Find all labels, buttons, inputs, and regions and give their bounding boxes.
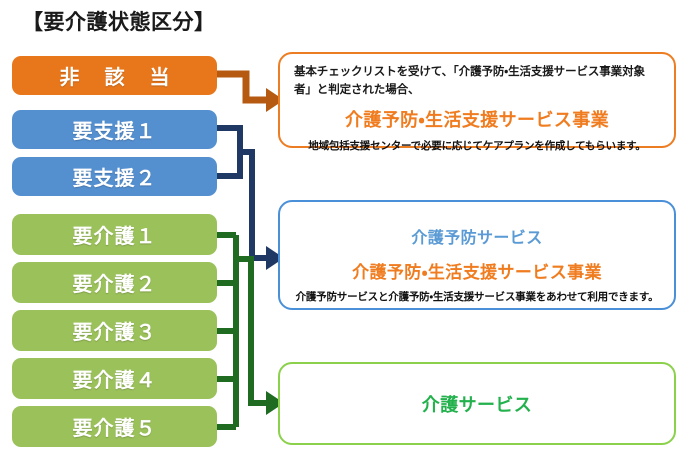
level-box-kaigo-2[interactable]: 要介護２ (12, 262, 217, 303)
panel-green-heading: 介護サービス (421, 394, 533, 416)
level-box-hi-gaito[interactable]: 非 該 当 (12, 56, 217, 95)
panel-preventive-services[interactable]: 介護予防サービス 介護予防・生活支援サービス事業 介護予防サービスと介護予防・生… (278, 200, 676, 310)
level-box-kaigo-3[interactable]: 要介護３ (12, 310, 217, 351)
level-box-kaigo-1[interactable]: 要介護１ (12, 214, 217, 255)
connector-green (217, 232, 284, 430)
panel-blue-heading-1: 介護予防サービス (411, 228, 543, 247)
level-box-shien-1[interactable]: 要支援１ (12, 110, 217, 149)
panel-care-services[interactable]: 介護サービス (278, 362, 676, 445)
panel-orange-heading: 介護予防・生活支援サービス事業 (344, 109, 610, 131)
level-box-kaigo-5[interactable]: 要介護５ (12, 406, 217, 447)
connector-navy (217, 125, 284, 270)
panel-blue-heading-2: 介護予防・生活支援サービス事業 (352, 263, 602, 283)
level-box-kaigo-4[interactable]: 要介護４ (12, 358, 217, 399)
panel-orange-note: 地域包括支援センターで必要に応じてケアプランを作成してもらいます。 (308, 139, 646, 152)
panel-blue-note: 介護予防サービスと介護予防・生活支援サービス事業をあわせて利用できます。 (295, 291, 659, 303)
level-box-shien-2[interactable]: 要支援２ (12, 157, 217, 196)
panel-orange-lead: 基本チェックリストを受けて、「介護予防・生活支援サービス事業対象者」と判定された… (294, 64, 645, 96)
connector-orange (217, 70, 284, 112)
panel-preventive-support[interactable]: 基本チェックリストを受けて、「介護予防・生活支援サービス事業対象者」と判定された… (278, 52, 676, 152)
page-title: 【要介護状態区分】 (22, 10, 216, 34)
